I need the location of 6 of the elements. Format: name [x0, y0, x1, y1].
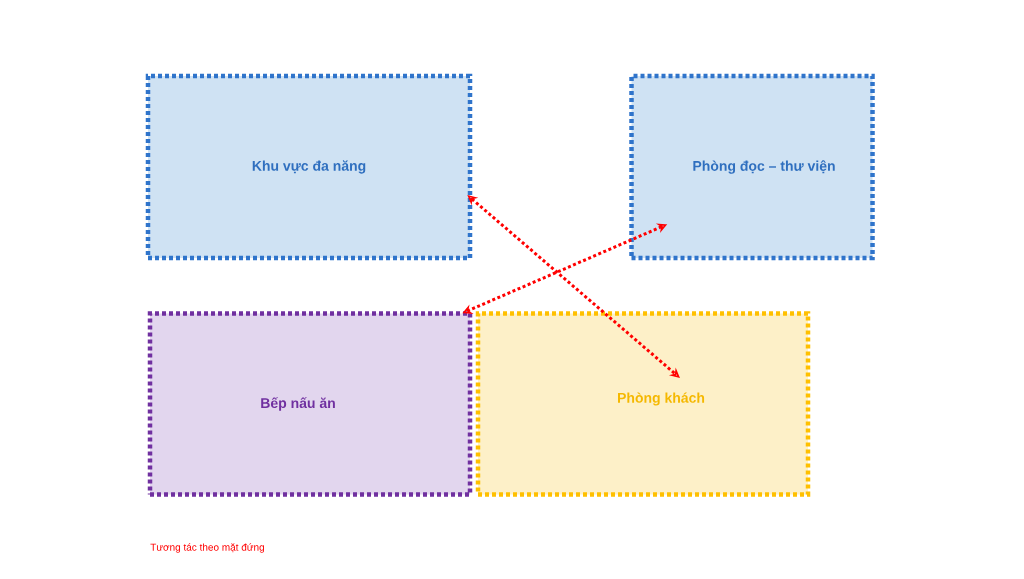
room-box: Phòng khách — [475, 311, 811, 497]
arrow — [467, 195, 680, 378]
room-box: Khu vực đa năng — [145, 73, 473, 261]
room-box: Phòng đọc – thư viện — [629, 73, 875, 261]
note-text: Tương tác theo mặt đứng — [150, 543, 264, 553]
room-box: Bếp nấu ăn — [147, 311, 473, 497]
